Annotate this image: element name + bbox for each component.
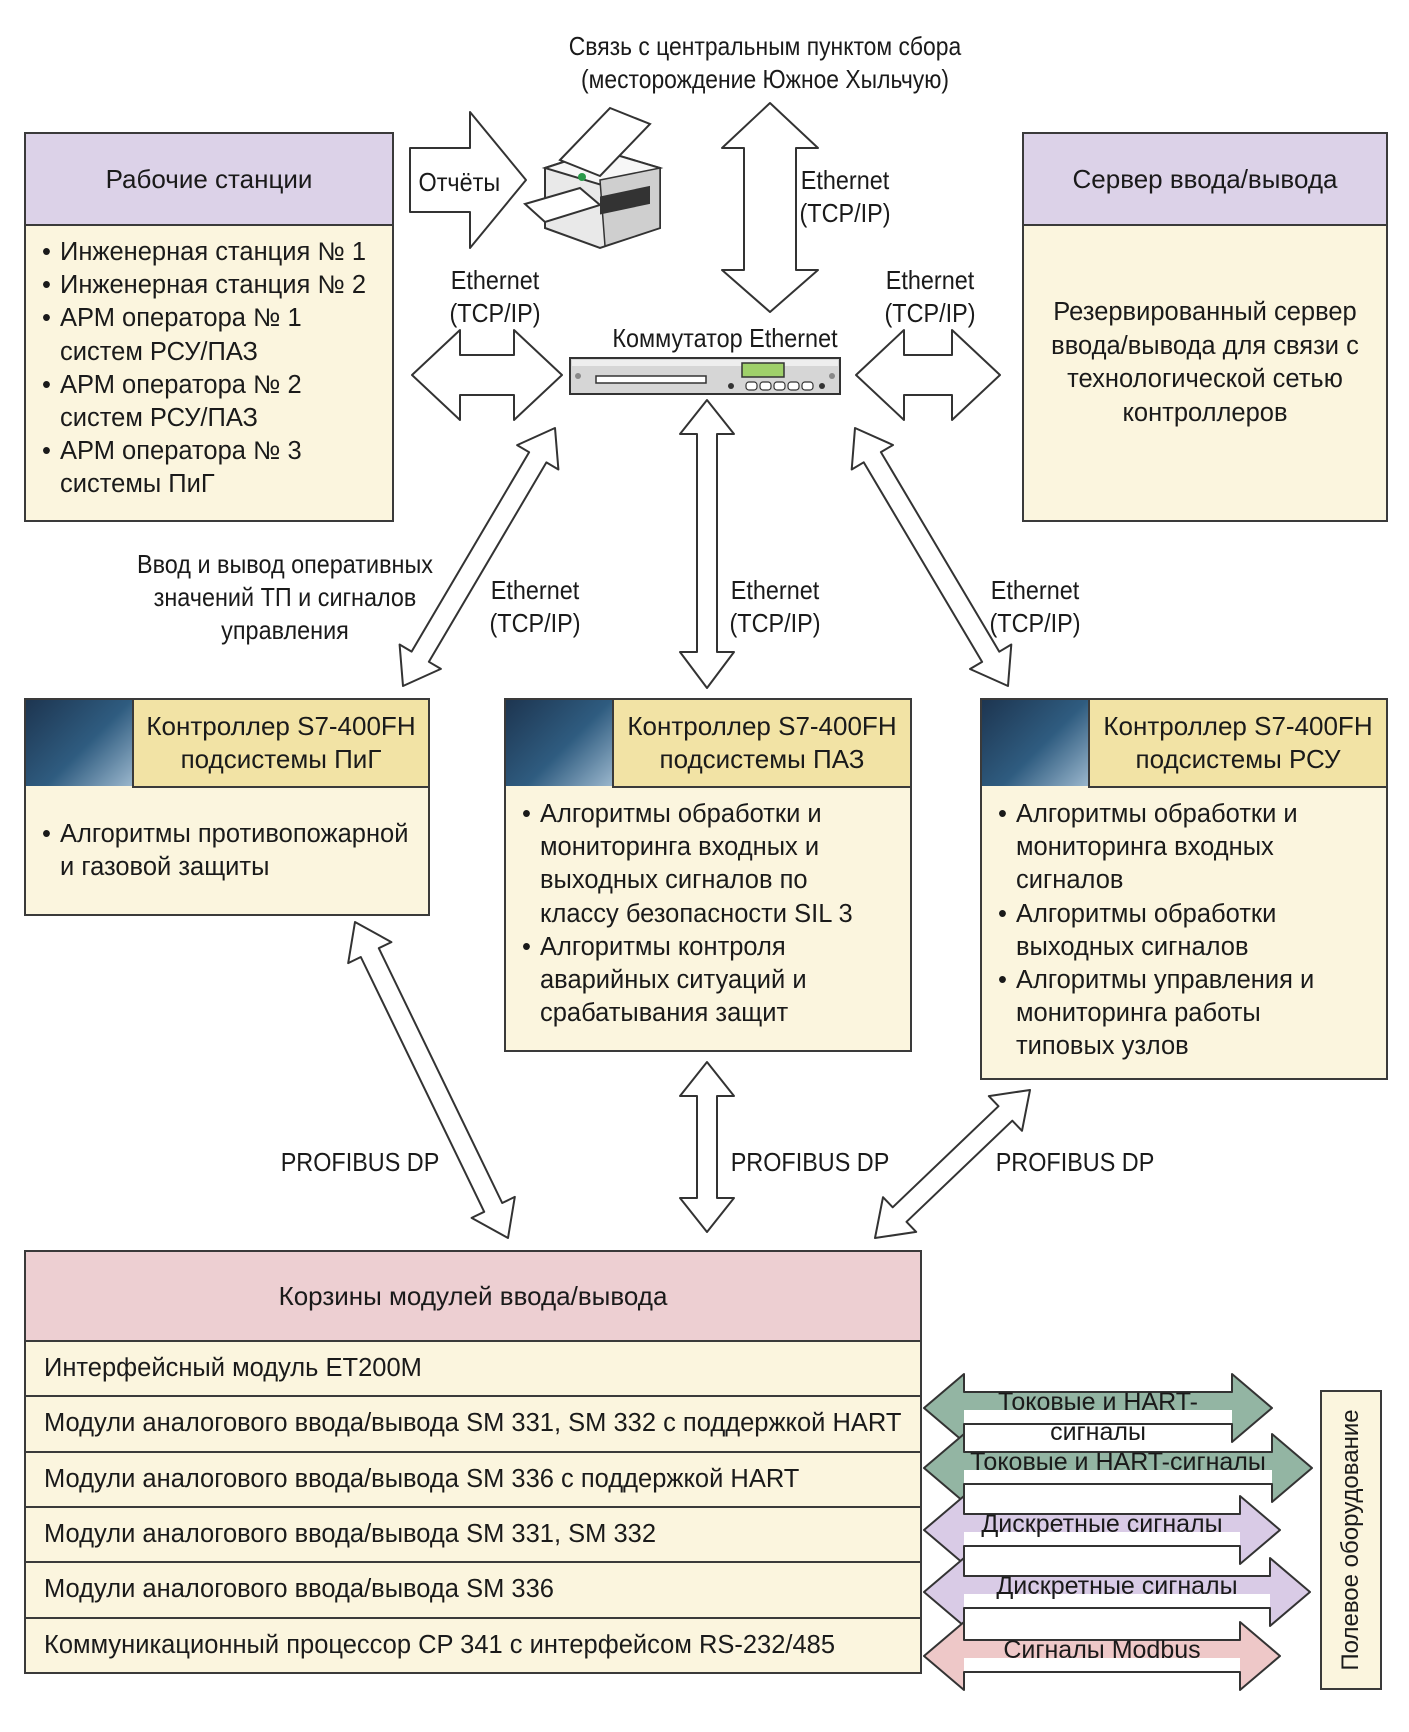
workstations-list: Инженерная станция № 1Инженерная станция… bbox=[26, 236, 386, 502]
list-item: АРМ оператора № 3 системы ПиГ bbox=[26, 435, 386, 501]
signal-arrow bbox=[923, 1621, 1281, 1691]
signal-arrow-stripe bbox=[964, 1658, 1240, 1671]
io-rack-row: Модули аналогового ввода/вывода SM 336 bbox=[26, 1561, 920, 1617]
workstations-box: Рабочие станции Инженерная станция № 1Ин… bbox=[24, 132, 394, 522]
list-item: Алгоритмы контроля аварийных ситуаций и … bbox=[506, 931, 890, 1031]
io-server-body: Резервированный сервер ввода/вывода для … bbox=[1051, 298, 1359, 427]
ethernet-line1: Ethernet bbox=[990, 575, 1080, 605]
ethernet-switch-icon bbox=[569, 357, 841, 395]
ethernet-label-server: Ethernet(TCP/IP) bbox=[867, 264, 993, 330]
field-equipment-label: Полевое оборудование bbox=[1337, 1409, 1364, 1671]
ethernet-label-rsu: Ethernet(TCP/IP) bbox=[972, 574, 1098, 640]
signal-label: Дискретные сигналы bbox=[981, 1510, 1223, 1538]
ethernet-line2: (TCP/IP) bbox=[729, 608, 821, 638]
io-server-title: Сервер ввода/вывода bbox=[1024, 134, 1386, 226]
signal-label: Токовые и HART-сигналы bbox=[998, 1388, 1198, 1446]
controller-pig-list: Алгоритмы противопожарной и газовой защи… bbox=[26, 818, 424, 884]
signal-arrow-stripe bbox=[964, 1594, 1270, 1607]
profibus-label-rsu: PROFIBUS DP bbox=[995, 1147, 1155, 1177]
list-item: Инженерная станция № 2 bbox=[26, 269, 386, 302]
ethernet-line2: (TCP/IP) bbox=[989, 608, 1081, 638]
io-rack-row: Интерфейсный модуль ET200M bbox=[26, 1340, 920, 1396]
signal-arrow-stripe bbox=[964, 1532, 1240, 1545]
ethernet-line1: Ethernet bbox=[730, 575, 820, 605]
controller-rsu-title: Контроллер S7-400FH подсистемы РСУ bbox=[1088, 700, 1386, 788]
central-link-line2: (месторождение Южное Хыльчую) bbox=[580, 64, 949, 94]
ethernet-line1: Ethernet bbox=[885, 265, 975, 295]
list-item: АРМ оператора № 2 систем РСУ/ПАЗ bbox=[26, 369, 386, 435]
signal-arrow bbox=[923, 1433, 1313, 1503]
switch-label: Коммутатор Ethernet bbox=[612, 323, 838, 353]
reports-label: Отчёты bbox=[418, 167, 501, 197]
list-item: Алгоритмы управления и мониторинга работ… bbox=[982, 964, 1366, 1064]
ethernet-line2: (TCP/IP) bbox=[799, 198, 891, 228]
ethernet-label-paz: Ethernet(TCP/IP) bbox=[712, 574, 838, 640]
central-link-line1: Связь с центральным пунктом сбора bbox=[568, 31, 962, 61]
workstations-title: Рабочие станции bbox=[26, 134, 392, 226]
signal-arrow-stripe bbox=[964, 1470, 1272, 1483]
controller-pig-box: Контроллер S7-400FH подсистемы ПиГ Алгор… bbox=[24, 698, 430, 916]
signal-label: Сигналы Modbus bbox=[1003, 1636, 1201, 1664]
ethernet-label-pig: Ethernet(TCP/IP) bbox=[472, 574, 598, 640]
io-rack-row: Коммуникационный процессор CP 341 с инте… bbox=[26, 1616, 920, 1672]
io-rack-row: Модули аналогового ввода/вывода SM 336 с… bbox=[26, 1450, 920, 1506]
printer-icon bbox=[522, 106, 664, 250]
signal-label: Токовые и HART-сигналы bbox=[970, 1448, 1266, 1476]
io-rack-row: Модули аналогового ввода/вывода SM 331, … bbox=[26, 1505, 920, 1562]
switch-pig-arrow bbox=[398, 427, 560, 687]
controller-paz-title: Контроллер S7-400FH подсистемы ПАЗ bbox=[612, 700, 910, 788]
plc-controller-icon bbox=[506, 700, 612, 786]
controller-paz-box: Контроллер S7-400FH подсистемы ПАЗ Алгор… bbox=[504, 698, 912, 1052]
ethernet-line1: Ethernet bbox=[450, 265, 540, 295]
rsu-rack-arrow bbox=[874, 1089, 1031, 1239]
ethernet-line1: Ethernet bbox=[490, 575, 580, 605]
io-rack-title: Корзины модулей ввода/вывода bbox=[26, 1252, 920, 1340]
list-item: Алгоритмы противопожарной и газовой защи… bbox=[26, 818, 424, 884]
signal-arrow bbox=[923, 1495, 1281, 1565]
plc-controller-icon bbox=[982, 700, 1088, 786]
ethernet-label-workstations: Ethernet(TCP/IP) bbox=[432, 264, 558, 330]
signal-label: Дискретные сигналы bbox=[996, 1572, 1238, 1600]
reports-arrow bbox=[409, 111, 527, 249]
controller-rsu-box: Контроллер S7-400FH подсистемы РСУ Алгор… bbox=[980, 698, 1388, 1080]
pig-rack-arrow bbox=[347, 921, 516, 1239]
list-item: Инженерная станция № 1 bbox=[26, 236, 386, 269]
io-note: Ввод и вывод оперативных значений ТП и с… bbox=[137, 549, 433, 645]
controller-paz-list: Алгоритмы обработки и мониторинга входны… bbox=[506, 798, 890, 1030]
io-rack-box: Корзины модулей ввода/вывода Интерфейсны… bbox=[24, 1250, 922, 1674]
ethernet-line1: Ethernet bbox=[800, 165, 890, 195]
ethernet-label-central: Ethernet(TCP/IP) bbox=[782, 164, 908, 230]
controller-rsu-list: Алгоритмы обработки и мониторинга входны… bbox=[982, 798, 1366, 1064]
controller-pig-title: Контроллер S7-400FH подсистемы ПиГ bbox=[132, 700, 428, 788]
field-equipment-box: Полевое оборудование bbox=[1320, 1390, 1382, 1690]
list-item: АРМ оператора № 1 систем РСУ/ПАЗ bbox=[26, 302, 386, 368]
switch-paz-arrow bbox=[679, 399, 735, 689]
central-link-arrow bbox=[721, 102, 819, 313]
central-link-label: Связь с центральным пунктом сбора (место… bbox=[558, 30, 972, 96]
switch-server-arrow bbox=[855, 329, 1001, 421]
signal-arrow bbox=[923, 1373, 1273, 1443]
paz-rack-arrow bbox=[679, 1061, 735, 1233]
profibus-label-pig: PROFIBUS DP bbox=[280, 1147, 440, 1177]
workstations-switch-arrow bbox=[411, 329, 563, 421]
io-rack-row: Модули аналогового ввода/вывода SM 331, … bbox=[26, 1395, 920, 1451]
list-item: Алгоритмы обработки выходных сигналов bbox=[982, 898, 1366, 964]
list-item: Алгоритмы обработки и мониторинга входны… bbox=[982, 798, 1366, 898]
ethernet-line2: (TCP/IP) bbox=[489, 608, 581, 638]
plc-controller-icon bbox=[26, 700, 132, 786]
signal-arrow-stripe bbox=[964, 1410, 1232, 1423]
list-item: Алгоритмы обработки и мониторинга входны… bbox=[506, 798, 890, 931]
switch-rsu-arrow bbox=[850, 427, 1013, 687]
ethernet-line2: (TCP/IP) bbox=[884, 298, 976, 328]
signal-arrow bbox=[923, 1557, 1311, 1627]
profibus-label-paz: PROFIBUS DP bbox=[730, 1147, 890, 1177]
ethernet-line2: (TCP/IP) bbox=[449, 298, 541, 328]
io-server-box: Сервер ввода/вывода Резервированный серв… bbox=[1022, 132, 1388, 522]
